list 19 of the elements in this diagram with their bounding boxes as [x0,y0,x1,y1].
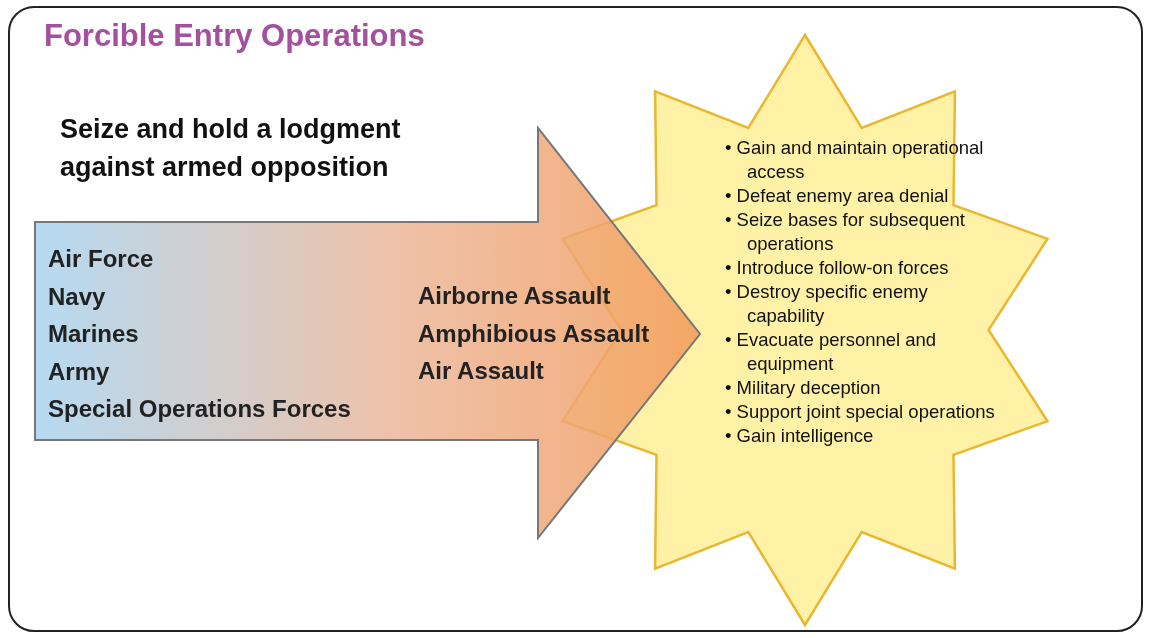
bullet-item: • Gain and maintain operational access [725,136,985,184]
bullet-item: • Military deception [725,376,882,400]
bullet-item: • Gain intelligence [725,424,875,448]
bullet-item: • Evacuate personnel and equipment [725,328,938,376]
list-item: Air Assault [418,356,545,386]
title: Forcible Entry Operations [44,18,425,54]
bullet-item: • Introduce follow-on forces [725,256,950,280]
list-item: Air Force [48,244,155,274]
subtitle: Seize and hold a lodgment against armed opposition [60,113,402,184]
bullet-item: • Support joint special operations [725,400,996,424]
list-item: Amphibious Assault [418,318,650,349]
list-item: Navy [48,281,107,312]
bullet-item: • Defeat enemy area denial [725,184,950,208]
list-item: Airborne Assault [418,281,612,311]
list-item: Army [48,356,111,387]
bullet-item: • Destroy specific enemy capability [725,280,929,328]
bullet-item: • Seize bases for subsequent operations [725,208,966,256]
list-item: Special Operations Forces [48,394,351,424]
list-item: Marines [48,319,140,349]
